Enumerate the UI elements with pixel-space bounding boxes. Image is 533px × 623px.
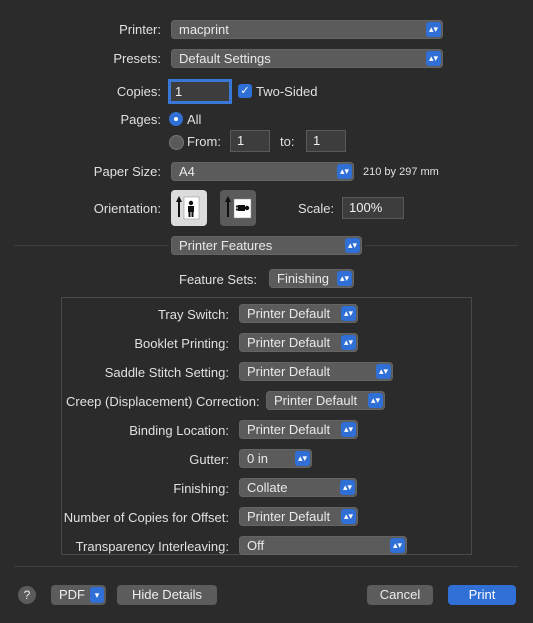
feature-sets-label: Feature Sets: bbox=[179, 272, 258, 287]
two-sided-label: Two-Sided bbox=[256, 84, 318, 99]
feature-value: Printer Default bbox=[247, 364, 331, 379]
pages-all-label: All bbox=[187, 112, 202, 127]
divider bbox=[14, 245, 169, 246]
presets-select[interactable]: Default Settings ▴▾ bbox=[171, 49, 443, 68]
feature-value: Printer Default bbox=[247, 306, 331, 321]
feature-label: Saddle Stitch Setting: bbox=[104, 365, 229, 380]
pages-from-input[interactable]: 1 bbox=[230, 130, 270, 152]
binding-location-select[interactable]: Printer Default ▴▾ bbox=[239, 420, 358, 439]
chevron-updown-icon: ▴▾ bbox=[340, 480, 355, 495]
feature-label: Gutter: bbox=[189, 452, 229, 467]
presets-value: Default Settings bbox=[179, 51, 271, 66]
paper-size-label: Paper Size: bbox=[93, 164, 161, 179]
divider bbox=[365, 245, 518, 246]
chevron-updown-icon: ▴▾ bbox=[337, 271, 352, 286]
gutter-select[interactable]: 0 in ▴▾ bbox=[239, 449, 312, 468]
pages-label: Pages: bbox=[120, 112, 161, 127]
paper-dimensions: 210 by 297 mm bbox=[363, 166, 439, 178]
printer-select[interactable]: macprint ▴▾ bbox=[171, 20, 443, 39]
chevron-updown-icon: ▴▾ bbox=[341, 422, 356, 437]
cancel-button[interactable]: Cancel bbox=[367, 585, 433, 605]
pages-from-label: From: bbox=[187, 134, 221, 149]
feature-label: Finishing: bbox=[173, 481, 229, 496]
feature-value: 0 in bbox=[247, 451, 268, 466]
pages-to-label: to: bbox=[280, 134, 295, 149]
pages-from-radio[interactable] bbox=[169, 135, 184, 150]
feature-label: Number of Copies for Offset: bbox=[63, 510, 229, 525]
feature-label: Creep (Displacement) Correction: bbox=[66, 394, 260, 409]
divider bbox=[14, 566, 518, 567]
chevron-down-icon: ▾ bbox=[90, 587, 104, 603]
chevron-updown-icon: ▴▾ bbox=[426, 22, 441, 37]
finishing-select[interactable]: Collate ▴▾ bbox=[239, 478, 357, 497]
feature-label: Tray Switch: bbox=[157, 307, 229, 322]
scale-input[interactable]: 100% bbox=[342, 197, 404, 219]
copies-input[interactable]: 1 bbox=[168, 79, 232, 104]
booklet-printing-select[interactable]: Printer Default ▴▾ bbox=[239, 333, 358, 352]
print-button[interactable]: Print bbox=[448, 585, 516, 605]
help-button[interactable]: ? bbox=[18, 586, 36, 604]
chevron-updown-icon: ▴▾ bbox=[337, 164, 352, 179]
section-value: Printer Features bbox=[179, 238, 273, 253]
hide-details-button[interactable]: Hide Details bbox=[117, 585, 217, 605]
chevron-updown-icon: ▴▾ bbox=[345, 238, 360, 253]
chevron-updown-icon: ▴▾ bbox=[426, 51, 441, 66]
chevron-updown-icon: ▴▾ bbox=[295, 451, 310, 466]
pdf-menu-button[interactable]: PDF ▾ bbox=[51, 585, 106, 605]
pages-all-radio[interactable] bbox=[169, 112, 183, 126]
transparency-interleaving-select[interactable]: Off ▴▾ bbox=[239, 536, 407, 555]
two-sided-checkbox[interactable]: ✓ bbox=[238, 84, 252, 98]
chevron-updown-icon: ▴▾ bbox=[341, 509, 356, 524]
copies-label: Copies: bbox=[116, 84, 161, 99]
feature-value: Printer Default bbox=[247, 509, 331, 524]
orientation-portrait-button[interactable] bbox=[171, 190, 207, 226]
scale-label: Scale: bbox=[298, 201, 335, 216]
pages-to-input[interactable]: 1 bbox=[306, 130, 346, 152]
copies-for-offset-select[interactable]: Printer Default ▴▾ bbox=[239, 507, 358, 526]
landscape-icon bbox=[225, 196, 252, 219]
chevron-updown-icon: ▴▾ bbox=[390, 538, 405, 553]
feature-sets-select[interactable]: Finishing ▴▾ bbox=[269, 269, 354, 288]
feature-value: Printer Default bbox=[274, 393, 358, 408]
presets-label: Presets: bbox=[113, 51, 161, 66]
chevron-updown-icon: ▴▾ bbox=[341, 306, 356, 321]
chevron-updown-icon: ▴▾ bbox=[368, 393, 383, 408]
feature-value: Printer Default bbox=[247, 422, 331, 437]
orientation-landscape-button[interactable] bbox=[220, 190, 256, 226]
pdf-label: PDF bbox=[59, 587, 85, 602]
feature-sets-value: Finishing bbox=[277, 271, 330, 286]
tray-switch-select[interactable]: Printer Default ▴▾ bbox=[239, 304, 358, 323]
chevron-updown-icon: ▴▾ bbox=[341, 335, 356, 350]
section-select[interactable]: Printer Features ▴▾ bbox=[171, 236, 362, 255]
feature-label: Transparency Interleaving: bbox=[75, 539, 229, 554]
feature-label: Binding Location: bbox=[129, 423, 229, 438]
paper-size-select[interactable]: A4 ▴▾ bbox=[171, 162, 354, 181]
creep-correction-select[interactable]: Printer Default ▴▾ bbox=[266, 391, 385, 410]
printer-label: Printer: bbox=[119, 22, 161, 37]
chevron-updown-icon: ▴▾ bbox=[376, 364, 391, 379]
portrait-icon bbox=[176, 196, 200, 220]
saddle-stitch-select[interactable]: Printer Default ▴▾ bbox=[239, 362, 393, 381]
printer-value: macprint bbox=[179, 22, 229, 37]
feature-label: Booklet Printing: bbox=[134, 336, 229, 351]
feature-value: Off bbox=[247, 538, 265, 553]
feature-value: Printer Default bbox=[247, 335, 331, 350]
paper-size-value: A4 bbox=[179, 164, 195, 179]
feature-value: Collate bbox=[247, 480, 288, 495]
orientation-label: Orientation: bbox=[93, 201, 161, 216]
